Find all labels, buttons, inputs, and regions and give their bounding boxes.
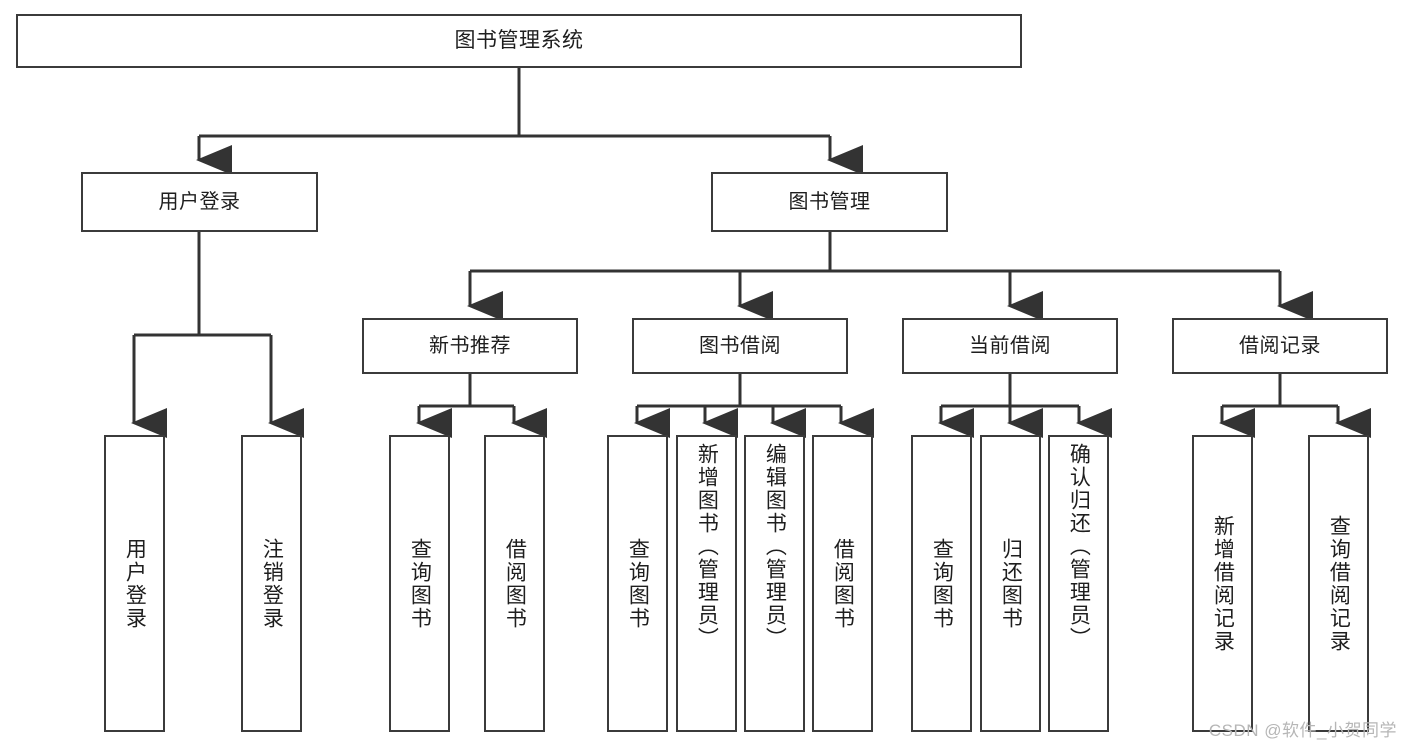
leaf-book-borrow-borrow-label: 借阅图书: [831, 537, 855, 630]
leaf-current-borrow-return[interactable]: 归还图书: [980, 435, 1041, 732]
leaf-user-login-logout-label: 注销登录: [260, 537, 284, 630]
leaf-new-book-query-label: 查询图书: [408, 537, 432, 630]
leaf-user-login-logout[interactable]: 注销登录: [241, 435, 302, 732]
node-borrow-record[interactable]: 借阅记录: [1172, 318, 1388, 374]
node-book-management-label: 图书管理: [788, 190, 871, 213]
node-current-borrow-label: 当前借阅: [969, 334, 1051, 357]
node-user-login[interactable]: 用户登录: [81, 172, 318, 232]
leaf-book-borrow-edit-label: 编辑图书（管理员）: [763, 443, 787, 650]
leaf-current-borrow-return-label: 归还图书: [999, 537, 1023, 630]
leaf-current-borrow-query-label: 查询图书: [930, 537, 954, 630]
node-new-book-recommend[interactable]: 新书推荐: [362, 318, 578, 374]
leaf-new-book-borrow[interactable]: 借阅图书: [484, 435, 545, 732]
leaf-new-book-borrow-label: 借阅图书: [503, 537, 527, 630]
leaf-current-borrow-confirm-label: 确认归还（管理员）: [1067, 443, 1091, 650]
node-current-borrow[interactable]: 当前借阅: [902, 318, 1118, 374]
leaf-user-login-login[interactable]: 用户登录: [104, 435, 165, 732]
csdn-watermark: CSDN @软件_小贺同学: [1208, 721, 1397, 740]
leaf-borrow-record-query-label: 查询借阅记录: [1327, 514, 1351, 653]
node-book-borrow[interactable]: 图书借阅: [632, 318, 848, 374]
leaf-book-borrow-query[interactable]: 查询图书: [607, 435, 668, 732]
leaf-book-borrow-add-label: 新增图书（管理员）: [695, 443, 719, 650]
leaf-borrow-record-query[interactable]: 查询借阅记录: [1308, 435, 1369, 732]
leaf-book-borrow-borrow[interactable]: 借阅图书: [812, 435, 873, 732]
leaf-current-borrow-query[interactable]: 查询图书: [911, 435, 972, 732]
leaf-book-borrow-query-label: 查询图书: [626, 537, 650, 630]
leaf-borrow-record-add[interactable]: 新增借阅记录: [1192, 435, 1253, 732]
leaf-book-borrow-edit[interactable]: 编辑图书（管理员）: [744, 435, 805, 732]
leaf-new-book-query[interactable]: 查询图书: [389, 435, 450, 732]
node-root-label: 图书管理系统: [454, 28, 584, 52]
node-new-book-recommend-label: 新书推荐: [429, 334, 511, 357]
node-book-borrow-label: 图书借阅: [699, 334, 781, 357]
leaf-user-login-login-label: 用户登录: [123, 537, 147, 630]
node-book-management[interactable]: 图书管理: [711, 172, 948, 232]
leaf-borrow-record-add-label: 新增借阅记录: [1211, 514, 1235, 653]
node-root[interactable]: 图书管理系统: [16, 14, 1022, 68]
leaf-current-borrow-confirm[interactable]: 确认归还（管理员）: [1048, 435, 1109, 732]
leaf-book-borrow-add[interactable]: 新增图书（管理员）: [676, 435, 737, 732]
node-user-login-label: 用户登录: [158, 190, 241, 213]
node-borrow-record-label: 借阅记录: [1239, 334, 1321, 357]
